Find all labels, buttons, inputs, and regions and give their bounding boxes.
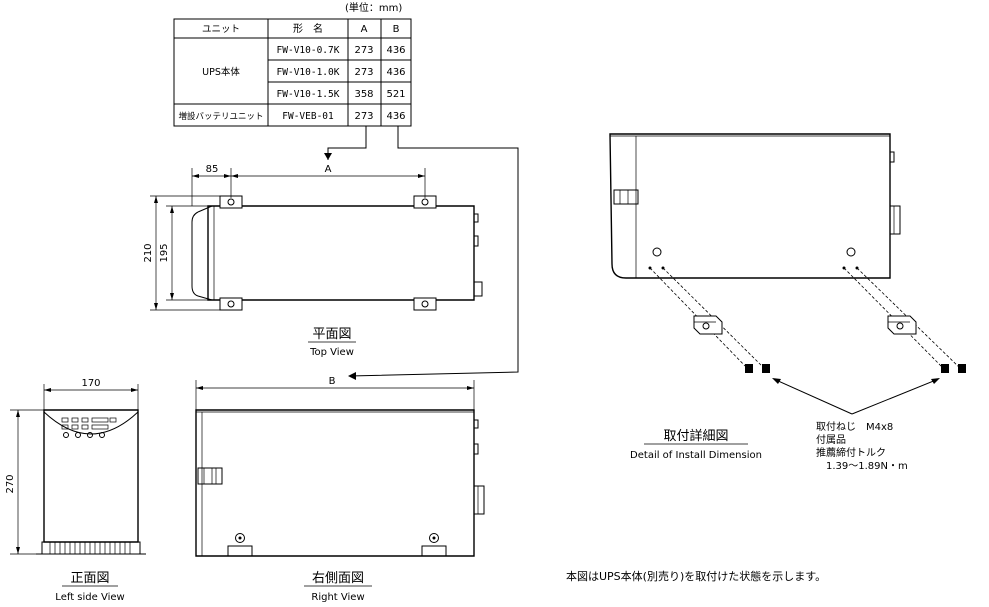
dimension-170: 170 <box>81 378 100 389</box>
top-view: 85 A 210 195 平面図 Top View <box>143 164 483 358</box>
install-note-accessory: 付属品 <box>816 433 846 446</box>
bracket-left <box>693 315 723 335</box>
right-view-title-en: Right View <box>311 592 364 603</box>
dimension-270: 270 <box>5 474 16 493</box>
unit-note: (単位：mm) <box>345 1 402 14</box>
left-view-title-ja: 正面図 <box>70 571 109 586</box>
top-view-title-ja: 平面図 <box>312 327 351 342</box>
dimension-a: A <box>325 164 332 175</box>
table-row-b: 436 <box>386 45 405 56</box>
install-detail-title-en: Detail of Install Dimension <box>630 450 762 461</box>
right-view-title-ja: 右側面図 <box>312 571 364 586</box>
table-row-model: FW-VEB-01 <box>282 111 334 122</box>
table-header-model: 形 名 <box>293 22 323 35</box>
table-row-b: 521 <box>386 89 405 100</box>
footer-note: 本図はUPS本体(別売り)を取付けた状態を示します。 <box>566 569 826 583</box>
left-side-view: 170 270 正面図 Left side View <box>5 378 146 603</box>
dimension-b: B <box>329 376 336 387</box>
install-note-torque-label: 推薦締付トルク <box>816 446 886 459</box>
table-row-a: 273 <box>354 111 373 122</box>
dimension-85: 85 <box>206 164 219 175</box>
top-view-title-en: Top View <box>309 347 354 358</box>
screws <box>745 364 966 373</box>
install-note-screw: 取付ねじ M4x8 <box>816 420 893 433</box>
right-view: B 右側面図 Right View <box>195 376 485 603</box>
table-row-a: 273 <box>354 67 373 78</box>
dimension-195: 195 <box>159 243 170 262</box>
table-unit-ups: UPS本体 <box>202 66 240 78</box>
spec-table: ユニット 形 名 A B UPS本体 FW-V10-0.7K 273 436 F… <box>173 18 412 127</box>
foot-vents <box>49 542 131 554</box>
table-row-a: 358 <box>354 89 373 100</box>
table-row-model: FW-V10-0.7K <box>277 45 340 56</box>
install-note-torque-value: 1.39～1.89N・m <box>826 461 908 472</box>
table-row-model: FW-V10-1.5K <box>277 89 340 100</box>
install-detail-title-ja: 取付詳細図 <box>663 428 728 444</box>
table-unit-battery: 増設バッテリユニット <box>178 111 263 122</box>
bracket-right <box>887 315 917 335</box>
table-row-b: 436 <box>386 67 405 78</box>
table-row-a: 273 <box>354 45 373 56</box>
table-header-unit: ユニット <box>202 24 240 35</box>
install-detail-view: 取付ねじ M4x8 付属品 推薦締付トルク 1.39～1.89N・m 取付詳細図… <box>609 133 966 472</box>
table-header-b: B <box>393 24 400 35</box>
dimension-210: 210 <box>143 243 154 262</box>
table-row-model: FW-V10-1.0K <box>277 67 340 78</box>
table-leader-b <box>348 126 519 380</box>
table-leader-a <box>324 126 367 160</box>
left-view-title-en: Left side View <box>55 592 124 603</box>
table-header-a: A <box>361 24 368 35</box>
table-row-b: 436 <box>386 111 405 122</box>
